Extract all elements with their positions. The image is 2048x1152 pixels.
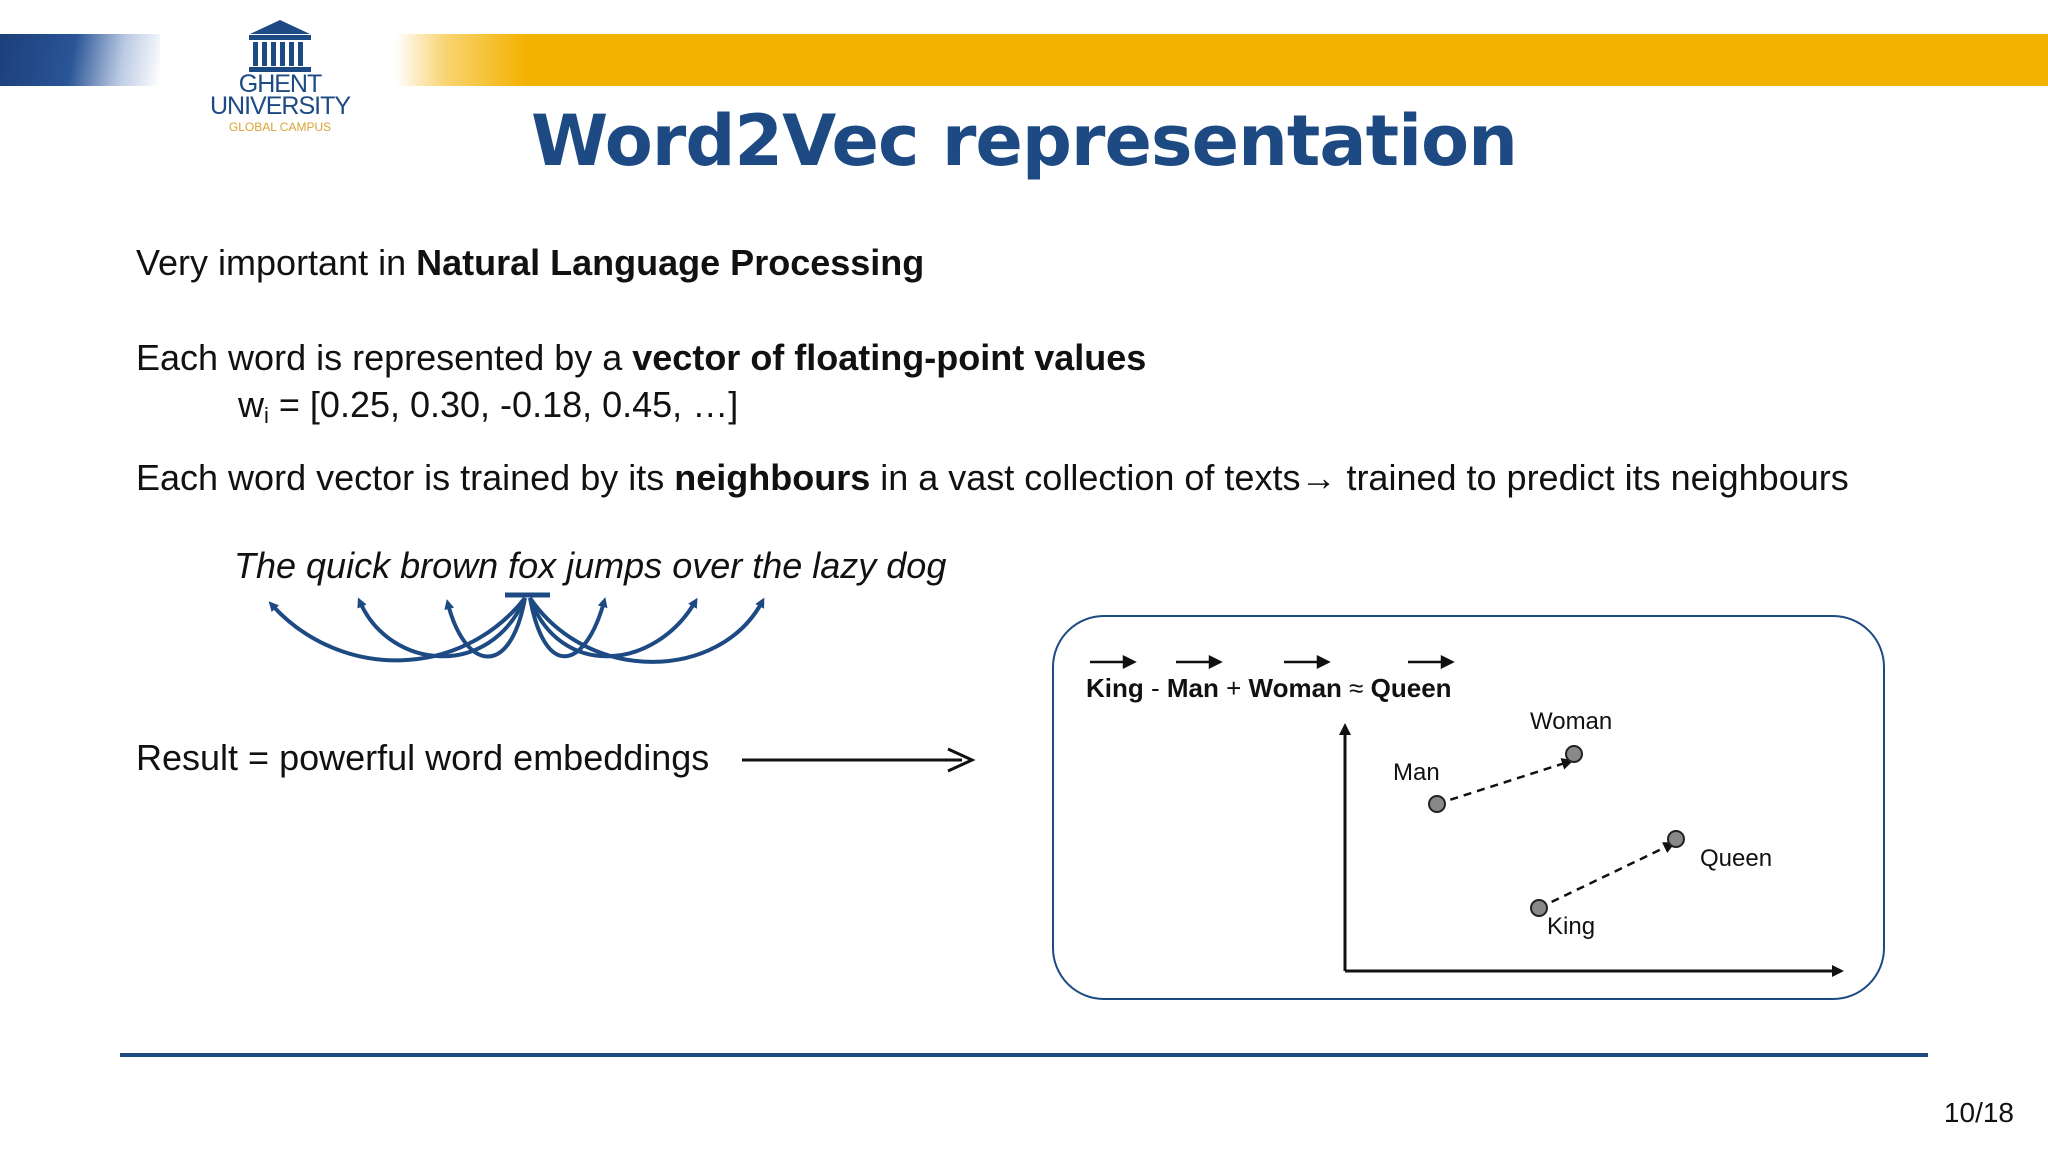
eq-approx: ≈: [1341, 673, 1371, 703]
king-queen-vector: [1538, 842, 1676, 910]
bullet-nlp-prefix: Very important in: [136, 242, 417, 283]
logo-line3: GLOBAL CAMPUS: [228, 120, 332, 134]
eq-king: King: [1086, 673, 1144, 703]
bullet-nlp: Very important in Natural Language Proce…: [136, 242, 924, 284]
eq-plus: +: [1218, 673, 1249, 703]
vector-var: w: [238, 384, 264, 425]
logo-line2: UNIVERSITY: [209, 92, 351, 120]
vector-arrow-marks: [1090, 654, 1455, 670]
label-woman: Woman: [1530, 708, 1613, 735]
logo-line1: GHENT: [238, 70, 323, 98]
page-number: 10/18: [1943, 1097, 2014, 1128]
bullet-nlp-bold: Natural Language Processing: [416, 242, 925, 283]
header-band-blue: [0, 34, 160, 86]
eq-queen: Queen: [1370, 673, 1452, 703]
bullet-vector-prefix: Each word is represented by a: [136, 337, 633, 378]
header-band-yellow: [395, 34, 2048, 86]
building-icon: [249, 20, 311, 72]
label-man: Man: [1393, 759, 1440, 786]
bullet-neighbours: Each word vector is trained by its neigh…: [136, 457, 1849, 499]
point-man: [1428, 795, 1446, 813]
bullet-vector: Each word is represented by a vector of …: [136, 337, 1146, 379]
man-woman-vector: [1436, 758, 1574, 806]
slide-title: Word2Vec representation: [531, 100, 1518, 182]
embedding-plot: [1339, 723, 1844, 977]
arrow-brown: [444, 597, 527, 659]
result-arrow: [742, 747, 976, 773]
point-king: [1530, 899, 1548, 917]
footer-divider: [120, 1053, 1928, 1057]
vector-example: wi = [0.25, 0.30, -0.18, 0.45, …]: [238, 384, 738, 429]
label-king: King: [1547, 913, 1596, 940]
point-queen: [1667, 830, 1685, 848]
bullet-neighbours-bold: neighbours: [674, 457, 871, 498]
arrow-the: [268, 596, 527, 663]
example-sentence: The quick brown fox jumps over the lazy …: [234, 545, 947, 586]
eq-minus: -: [1143, 673, 1167, 703]
bullet-neighbours-prefix: Each word vector is trained by its: [136, 457, 675, 498]
vector-subscript: i: [264, 403, 269, 428]
bullet-vector-bold: vector of floating-point values: [632, 337, 1147, 378]
analogy-equation: King - Man + Woman ≈ Queen: [1086, 673, 1452, 704]
eq-woman: Woman: [1248, 673, 1342, 703]
arrow-jumps: [528, 597, 608, 659]
university-logo: GHENT UNIVERSITY GLOBAL CAMPUS: [205, 18, 355, 140]
arrow-lazy: [528, 596, 765, 664]
eq-man: Man: [1166, 673, 1219, 703]
arrow-quick: [357, 597, 527, 659]
result-text: Result = powerful word embeddings: [136, 737, 710, 778]
bullet-neighbours-suffix: in a vast collection of texts→ trained t…: [870, 457, 1849, 498]
vector-value: = [0.25, 0.30, -0.18, 0.45, …]: [268, 384, 739, 425]
label-queen: Queen: [1700, 845, 1773, 872]
point-woman: [1565, 745, 1583, 763]
analogy-diagram: [1052, 615, 1885, 1000]
context-arrows: [268, 592, 765, 664]
